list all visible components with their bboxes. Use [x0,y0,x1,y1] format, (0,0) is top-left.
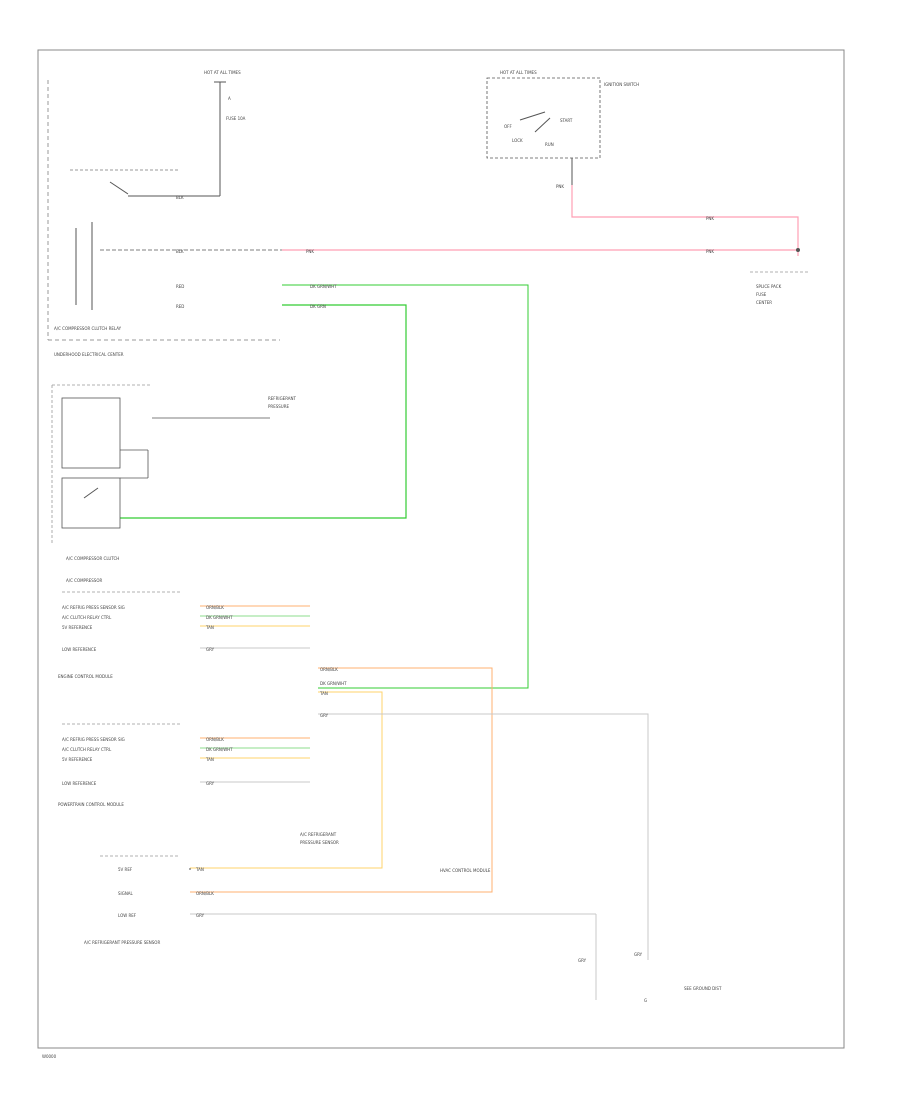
sensor-pin1: 5V REF [118,867,133,872]
ignition-switch-label: IGNITION SWITCH [604,82,639,87]
sensor-top-note2: PRESSURE SENSOR [300,840,339,845]
ecm-connector-2: A/C REFRIG PRESS SENSOR SIG A/C CLUTCH R… [58,723,310,807]
wire-label-dkgrn-wht-3: DK GRN/WHT [206,747,233,752]
refrigerant-pressure-sensor: 5V REF SIGNAL LOW REF TAN ORN/BLK GRY A/… [84,832,597,1000]
sensor-pin3: LOW REF [118,913,137,918]
ecm1-pin4: LOW REFERENCE [62,647,97,652]
wire-tan-center [190,691,383,869]
wire-label-orn-blk-4: ORN/BLK [196,891,214,896]
wire-label-tan-2: TAN [205,757,214,762]
wire-label-pnk-4: PNK [706,249,714,254]
compressor-ref-line1: REFRIGERANT [268,396,297,401]
ign-pos-off: OFF [504,124,512,129]
wire-label-tan-3: TAN [319,691,328,696]
right-module-line2: FUSE [756,292,767,297]
wire-green-light [282,284,529,689]
footer-code: W0000 [42,1054,57,1059]
relay-label: A/C COMPRESSOR CLUTCH RELAY [54,326,122,331]
underhood-label: UNDERHOOD ELECTRICAL CENTER [54,352,124,357]
ecm-connector-1: A/C REFRIG PRESS SENSOR SIG A/C CLUTCH R… [58,591,310,679]
ecm1-pin3: 5V REFERENCE [62,625,93,630]
wire-label-pnk-1: PNK [556,184,564,189]
ecm-label: ENGINE CONTROL MODULE [58,674,113,679]
ignition-switch: HOT AT ALL TIMES IGNITION SWITCH OFF STA… [486,70,639,185]
wire-orange-center [190,667,493,893]
right-module-line3: CENTER [756,300,772,305]
ecm1-pin2: A/C CLUTCH RELAY CTRL [62,615,112,620]
compressor-label: A/C COMPRESSOR [66,578,102,583]
ground-label: G [644,998,647,1003]
wire-label-dkgrn-wht: DK GRN/WHT [310,284,337,289]
wire-label-gry-4: GRY [196,913,205,918]
wire-label-orn-blk-3: ORN/BLK [320,667,338,672]
ecm1-pin1: A/C REFRIG PRESS SENSOR SIG [62,605,125,610]
wire-label-tan-4: TAN [195,867,204,872]
compressor-ref-line2: PRESSURE [268,404,290,409]
wire-gray-center [318,713,649,960]
relay-pin-label-a: RED [176,284,184,289]
compressor-clutch-label: A/C COMPRESSOR CLUTCH [66,556,119,561]
wire-pink-ignition [571,185,799,256]
wire-label-dkgrn-wht-2: DK GRN/WHT [206,615,233,620]
ground-ref-note: SEE GROUND DIST [684,986,722,991]
wire-label-dkgrn-wht-4: DK GRN/WHT [320,681,347,686]
fuse-top-left-label: HOT AT ALL TIMES [204,70,241,75]
compressor-block: REFRIGERANT PRESSURE A/C COMPRESSOR CLUT… [51,384,297,583]
wire-label-gry-2: GRY [206,781,215,786]
wire-label-blk-2: BLK [176,249,184,254]
ign-pos-start: START [560,118,573,123]
wire-label-tan-1: TAN [205,625,214,630]
wire-label-orn-blk-2: ORN/BLK [206,737,224,742]
wire-label-pnk-2: PNK [706,216,714,221]
wire-label-dkgrn: DK GRN [310,304,326,309]
sensor-pin2: SIGNAL [118,891,134,896]
pcm-label: POWERTRAIN CONTROL MODULE [58,802,124,807]
ecm2-pin2: A/C CLUTCH RELAY CTRL [62,747,112,752]
ign-pos-lock: LOCK [512,138,523,143]
fuse-ampere-label: A [228,96,231,101]
fuse-name-label: FUSE 10A [226,116,246,121]
relay-switch: BLK [70,169,220,200]
ecm2-pin1: A/C REFRIG PRESS SENSOR SIG [62,737,125,742]
hvac-label: HVAC CONTROL MODULE [440,868,491,873]
splice-right: SPLICE PACK FUSE CENTER [750,248,810,305]
diagram-frame [37,49,845,1049]
relay-pin-label-b: RED [176,304,184,309]
ecm2-pin3: 5V REFERENCE [62,757,93,762]
wire-label-pnk-3: PNK [306,249,314,254]
fuse-top-left: HOT AT ALL TIMES A FUSE 10A [204,70,246,196]
ign-pos-run: RUN [545,142,554,147]
ecm2-pin4: LOW REFERENCE [62,781,97,786]
ignition-hot-label: HOT AT ALL TIMES [500,70,537,75]
wire-label-blk: BLK [176,195,184,200]
compressor-clutch-relay: A/C COMPRESSOR CLUTCH RELAY UNDERHOOD EL… [47,80,280,357]
ground-symbols: GRY GRY G SEE GROUND DIST [578,952,722,1003]
wire-label-gry-6: GRY [634,952,643,957]
wire-green-dark [120,304,407,519]
sensor-label: A/C REFRIGERANT PRESSURE SENSOR [84,940,160,945]
wire-label-orn-blk-1: ORN/BLK [206,605,224,610]
sensor-top-note1: A/C REFRIGERANT [300,832,337,837]
wire-label-gry-5: GRY [578,958,587,963]
wire-label-gry-3: GRY [320,713,329,718]
wire-label-gry-1: GRY [206,647,215,652]
right-module-line1: SPLICE PACK [756,284,782,289]
